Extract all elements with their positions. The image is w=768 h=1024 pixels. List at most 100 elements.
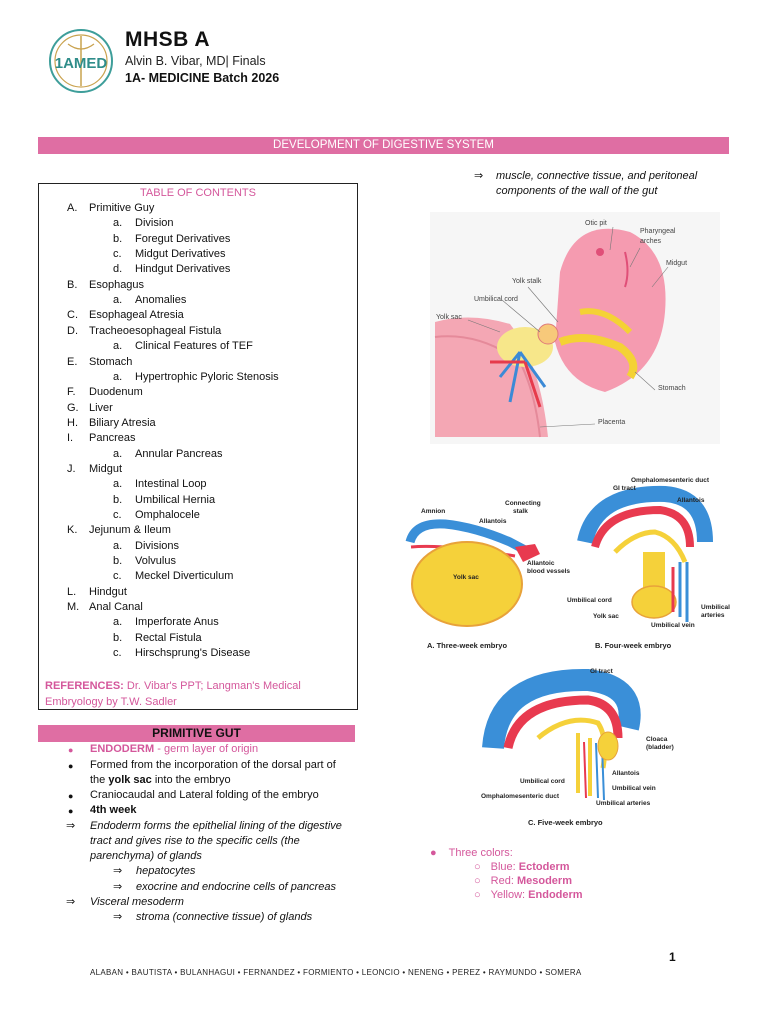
toc-section-item: B.Esophagus <box>67 278 145 291</box>
toc-section-item: K.Jejunum & Ileum <box>67 524 171 537</box>
figure-label: Placenta <box>598 419 626 426</box>
references: REFERENCES: Dr. Vibar's PPT; Langman's M… <box>45 680 301 708</box>
body-text: hepatocytes <box>136 865 196 877</box>
toc-title: TABLE OF CONTENTS <box>140 187 256 199</box>
figure-label: Umbilical arteries <box>596 800 651 807</box>
five-week-embryo-figure: C. Five-week embryo GI tract Cloaca (bla… <box>478 668 698 828</box>
figure-label: Umbilical <box>701 604 730 611</box>
color-legend-title: ●Three colors: <box>430 847 513 859</box>
figure-label: stalk <box>513 508 528 515</box>
document-subtitle: Alvin B. Vibar, MD| Finals <box>125 54 266 68</box>
figure-label: GI tract <box>590 668 613 675</box>
figure-label: Yolk stalk <box>512 278 542 285</box>
arrow-icon: ⇒ <box>66 820 76 832</box>
five-week-embryo-illustration <box>482 668 641 801</box>
embryo-week-figure: A. Three-week embryo B. Four-week embryo… <box>405 472 730 652</box>
body-text: muscle, connective tissue, and peritonea… <box>496 170 698 182</box>
toc-section-item: A.Primitive Guy <box>67 202 155 214</box>
legend-item-endoderm: ○Yellow: Endoderm <box>474 889 583 901</box>
figure-label: Allantoic <box>527 560 555 567</box>
bullet-icon: ● <box>68 761 74 771</box>
toc-section-item: G.Liver <box>67 401 113 414</box>
figure-label: Yolk sac <box>593 613 619 620</box>
figure-caption: C. Five-week embryo <box>528 818 603 827</box>
figure-label: Pharyngeal <box>640 228 676 235</box>
body-text: 4th week <box>90 804 137 816</box>
toc-subsection-item: a.Hypertrophic Pyloric Stenosis <box>113 370 279 383</box>
toc-section-item: F.Duodenum <box>67 386 143 399</box>
body-text: components of the wall of the gut <box>496 185 658 197</box>
toc-section-item: E.Stomach <box>67 355 133 368</box>
figure-label: Allantois <box>677 497 705 504</box>
footer-authors: ALABAN • BAUTISTA • BULANHAGUI • FERNAND… <box>90 968 582 977</box>
figure-label: arches <box>640 238 662 245</box>
toc-subsection-item: a.Intestinal Loop <box>113 478 207 491</box>
body-text: Formed from the incorporation of the dor… <box>90 759 336 771</box>
embryo-lateral-illustration <box>430 212 720 444</box>
embryo-lateral-figure: Otic pit Pharyngeal arches Midgut Yolk s… <box>430 212 720 444</box>
toc-subsection-item: a.Clinical Features of TEF <box>113 340 253 353</box>
arrow-icon: ⇒ <box>66 896 76 908</box>
toc-subsection-item: a.Divisions <box>113 539 180 552</box>
toc-subsection-item: a.Division <box>113 217 174 230</box>
toc-subsection-item: a.Anomalies <box>113 294 187 307</box>
figure-caption: A. Three-week embryo <box>427 641 508 650</box>
arrow-icon: ⇒ <box>113 881 123 893</box>
body-text: tract and gives rise to the specific cel… <box>90 835 300 847</box>
toc-subsection-item: b.Umbilical Hernia <box>113 493 216 506</box>
endoderm-line: ENDODERM - germ layer of origin <box>90 743 259 755</box>
toc-subsection-item: d.Hindgut Derivatives <box>113 263 231 276</box>
body-text: exocrine and endocrine cells of pancreas <box>136 881 336 893</box>
toc-subsection-item: a.Imperforate Anus <box>113 616 219 629</box>
figure-label: GI tract <box>613 485 636 492</box>
body-text: parenchyma) of glands <box>90 850 202 862</box>
svg-text:1AMED: 1AMED <box>55 55 108 72</box>
figure-label: Allantois <box>479 518 507 525</box>
figure-label: Amnion <box>421 508 446 515</box>
figure-label: Umbilical vein <box>651 622 695 629</box>
figure-label: Umbilical cord <box>520 778 565 785</box>
figure-label: Umbilical cord <box>474 296 518 303</box>
toc-subsection-item: c.Midgut Derivatives <box>113 248 226 261</box>
bullet-icon: ● <box>68 745 74 755</box>
table-of-contents: TABLE OF CONTENTS A.Primitive Guy a.Divis… <box>38 183 358 710</box>
legend-item-mesoderm: ○Red: Mesoderm <box>474 875 572 887</box>
batch-logo: 1AMED <box>49 29 113 93</box>
toc-subsection-item: b.Volvulus <box>113 555 176 568</box>
section-banner: DEVELOPMENT OF DIGESTIVE SYSTEM <box>38 137 729 154</box>
figure-label: Cloaca <box>646 736 668 743</box>
figure-label: Umbilical cord <box>567 597 612 604</box>
primitive-gut-banner: PRIMITIVE GUT <box>38 725 355 742</box>
figure-label: Yolk sac <box>436 314 462 321</box>
toc-subsection-item: b.Rectal Fistula <box>113 631 202 644</box>
body-text: Craniocaudal and Lateral folding of the … <box>90 789 319 801</box>
toc-section-item: M.Anal Canal <box>67 601 143 614</box>
figure-label: Otic pit <box>585 220 607 227</box>
color-legend: ●Three colors: ○Blue: Ectoderm ○Red: Mes… <box>430 846 583 902</box>
toc-section-item: I.Pancreas <box>67 432 136 445</box>
figure-label: Yolk sac <box>453 574 479 581</box>
figure-label: Allantois <box>612 770 640 777</box>
toc-subsection-item: c.Hirschsprung's Disease <box>113 647 251 660</box>
figure-label: Omphalomesenteric duct <box>631 477 710 484</box>
toc-section-item: C.Esophageal Atresia <box>67 309 184 322</box>
toc-subsection-item: c.Omphalocele <box>113 509 200 521</box>
figure-label: Stomach <box>658 385 686 392</box>
figure-label: blood vessels <box>527 568 570 575</box>
toc-section-item: J.Midgut <box>67 462 123 475</box>
body-text: Endoderm forms the epithelial lining of … <box>90 820 342 832</box>
toc-section-item: D.Tracheoesophageal Fistula <box>67 324 222 337</box>
figure-label: Midgut <box>666 260 688 267</box>
figure-label: Omphalomesenteric duct <box>481 793 560 800</box>
figure-label: arteries <box>701 612 725 619</box>
figure-caption: B. Four-week embryo <box>595 641 672 650</box>
toc-section-item: L.Hindgut <box>67 585 127 598</box>
page-number: 1 <box>669 950 676 964</box>
legend-item-ectoderm: ○Blue: Ectoderm <box>474 861 570 873</box>
toc-subsection-item: c.Meckel Diverticulum <box>113 570 234 583</box>
bullet-icon: ● <box>68 791 74 801</box>
figure-label: (bladder) <box>646 744 674 751</box>
arrow-icon: ⇒ <box>474 170 484 182</box>
body-text: stroma (connective tissue) of glands <box>136 911 313 923</box>
bullet-icon: ● <box>68 806 74 816</box>
